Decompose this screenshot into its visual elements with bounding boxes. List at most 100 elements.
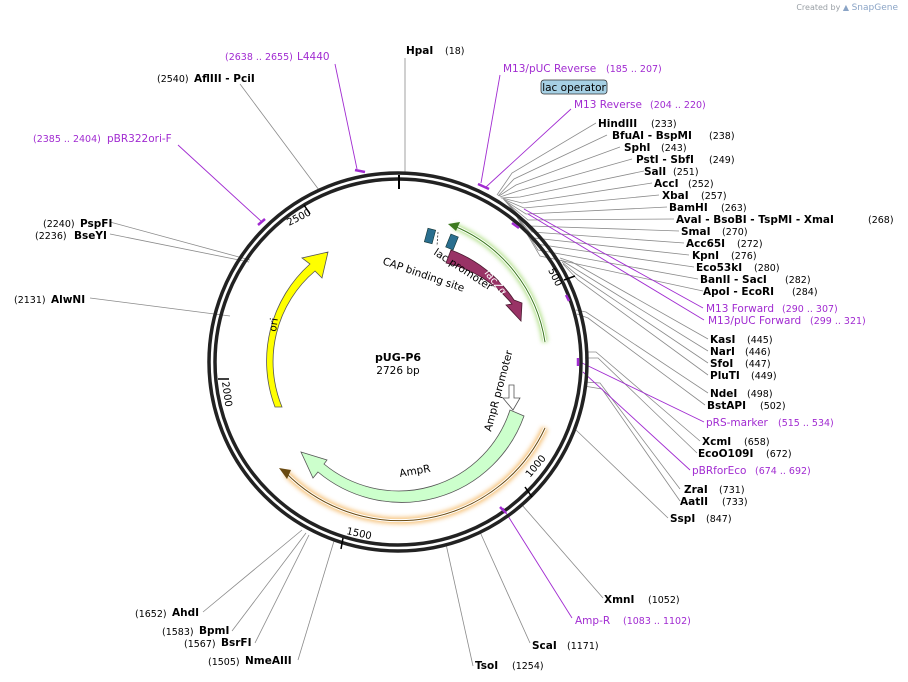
enzyme-name: BamHI xyxy=(669,202,708,214)
tick-500: 500 xyxy=(545,266,563,288)
enzyme-pos: (284) xyxy=(792,287,818,298)
enzyme-name: XcmI xyxy=(702,436,731,448)
enzyme-pos: (449) xyxy=(751,371,777,382)
enzyme-name: SalI xyxy=(644,166,666,178)
primer-pos: (2385 .. 2404) xyxy=(33,134,101,145)
enzyme-pos: (233) xyxy=(651,119,677,130)
feature-ampr: AmpR xyxy=(279,409,549,525)
primer-pos: (1083 .. 1102) xyxy=(623,616,691,627)
enzyme-pos: (272) xyxy=(737,239,763,250)
enzyme-pos: (263) xyxy=(721,203,747,214)
plasmid-name: pUG-P6 xyxy=(375,351,421,364)
enzyme-name: BseYI xyxy=(74,230,107,242)
enzyme-labels-right: HpaI (18) HindIII (233) BfuAI - BspMI (2… xyxy=(406,45,894,672)
enzyme-pos: (268) xyxy=(868,215,894,226)
enzyme-pos: (243) xyxy=(661,143,687,154)
enzyme-pos: (252) xyxy=(688,179,714,190)
primer-pos: (185 .. 207) xyxy=(606,64,662,75)
lac-operator-label: lac operator xyxy=(542,82,606,94)
primer-name: L4440 xyxy=(297,51,330,63)
lac-operator-badge: lac operator xyxy=(540,79,608,95)
ori-label: ori xyxy=(267,317,281,332)
primer-name: M13/pUC Forward xyxy=(708,315,801,327)
enzyme-name: NdeI xyxy=(710,388,737,400)
primer-pos: (2638 .. 2655) xyxy=(225,52,293,63)
enzyme-name: BfuAI - BspMI xyxy=(612,130,692,142)
enzyme-pos: (1567) xyxy=(184,639,216,650)
snapgene-logo-icon: ▲ xyxy=(842,3,850,12)
enzyme-pos: (1052) xyxy=(648,595,680,606)
enzyme-pos: (18) xyxy=(445,46,465,57)
enzyme-pos: (733) xyxy=(722,497,748,508)
primer-leaders xyxy=(177,63,705,619)
enzyme-name: BpmI xyxy=(199,625,229,637)
enzyme-pos: (280) xyxy=(754,263,780,274)
credit-prefix: Created by xyxy=(796,3,841,12)
enzyme-pos: (502) xyxy=(760,401,786,412)
primer-name: Amp-R xyxy=(575,615,610,627)
enzyme-name: KpnI xyxy=(692,250,719,262)
primer-labels: (2638 .. 2655) L4440 (2385 .. 2404) pBR3… xyxy=(33,51,866,627)
enzyme-name: BsrFI xyxy=(221,637,252,649)
enzyme-pos: (2540) xyxy=(157,74,189,85)
primer-pos: (204 .. 220) xyxy=(650,100,706,111)
enzyme-name: PspFI xyxy=(80,218,112,230)
enzyme-name: XbaI xyxy=(662,190,689,202)
enzyme-pos: (249) xyxy=(709,155,735,166)
backbone-outer xyxy=(207,171,589,553)
primer-pos: (674 .. 692) xyxy=(755,466,811,477)
primer-name: M13 Reverse xyxy=(574,99,642,111)
enzyme-pos: (498) xyxy=(747,389,773,400)
enzyme-pos: (847) xyxy=(706,514,732,525)
enzyme-labels-left: (2540) AflIII - PciI (2240) PspFI (2236)… xyxy=(14,73,292,668)
enzyme-pos: (447) xyxy=(745,359,771,370)
enzyme-pos: (282) xyxy=(785,275,811,286)
enzyme-name: BstAPI xyxy=(707,400,746,412)
enzyme-name: AhdI xyxy=(172,607,199,619)
snapgene-credit: Created by ▲ SnapGene xyxy=(796,3,898,13)
enzyme-pos: (2240) xyxy=(43,219,75,230)
enzyme-name: PluTI xyxy=(710,370,740,382)
enzyme-name: HindIII xyxy=(598,118,637,130)
enzyme-leaders-left xyxy=(89,83,335,661)
enzyme-pos: (1652) xyxy=(135,609,167,620)
enzyme-pos: (276) xyxy=(731,251,757,262)
enzyme-name: AlwNI xyxy=(51,294,85,306)
enzyme-pos: (251) xyxy=(673,167,699,178)
enzyme-name: ScaI xyxy=(532,640,557,652)
primer-pos: (299 .. 321) xyxy=(810,316,866,327)
enzyme-name: NmeAIII xyxy=(245,655,292,667)
primer-name: pBRforEco xyxy=(692,465,746,477)
enzyme-pos: (445) xyxy=(747,335,773,346)
enzyme-name: XmnI xyxy=(604,594,634,606)
enzyme-pos: (238) xyxy=(709,131,735,142)
enzyme-pos: (1505) xyxy=(208,657,240,668)
enzyme-name: ZraI xyxy=(684,484,708,496)
feature-ori: ori xyxy=(266,251,329,408)
enzyme-pos: (1171) xyxy=(567,641,599,652)
primer-marks xyxy=(257,168,580,514)
enzyme-name: SmaI xyxy=(681,226,711,238)
credit-brand: SnapGene xyxy=(851,3,898,13)
enzyme-name: ApoI - EcoRI xyxy=(703,286,774,298)
ampr-label: AmpR xyxy=(398,463,431,480)
enzyme-pos: (2236) xyxy=(35,231,67,242)
enzyme-pos: (270) xyxy=(722,227,748,238)
enzyme-name: TsoI xyxy=(475,660,498,672)
tick-1500: 1500 xyxy=(345,526,372,542)
enzyme-name: NarI xyxy=(710,346,735,358)
primer-name: pRS-marker xyxy=(706,417,769,429)
primer-pos: (290 .. 307) xyxy=(782,304,838,315)
enzyme-name: AatII xyxy=(680,496,708,508)
enzyme-pos: (672) xyxy=(766,449,792,460)
enzyme-name: SfoI xyxy=(710,358,733,370)
enzyme-name: Acc65I xyxy=(686,238,725,250)
enzyme-pos: (257) xyxy=(701,191,727,202)
feature-cap-site xyxy=(423,227,459,251)
enzyme-pos: (2131) xyxy=(14,295,46,306)
enzyme-name: EcoO109I xyxy=(698,448,753,460)
enzyme-pos: (658) xyxy=(744,437,770,448)
primer-name: pBR322ori-F xyxy=(107,133,172,145)
enzyme-name: PstI - SbfI xyxy=(636,154,694,166)
